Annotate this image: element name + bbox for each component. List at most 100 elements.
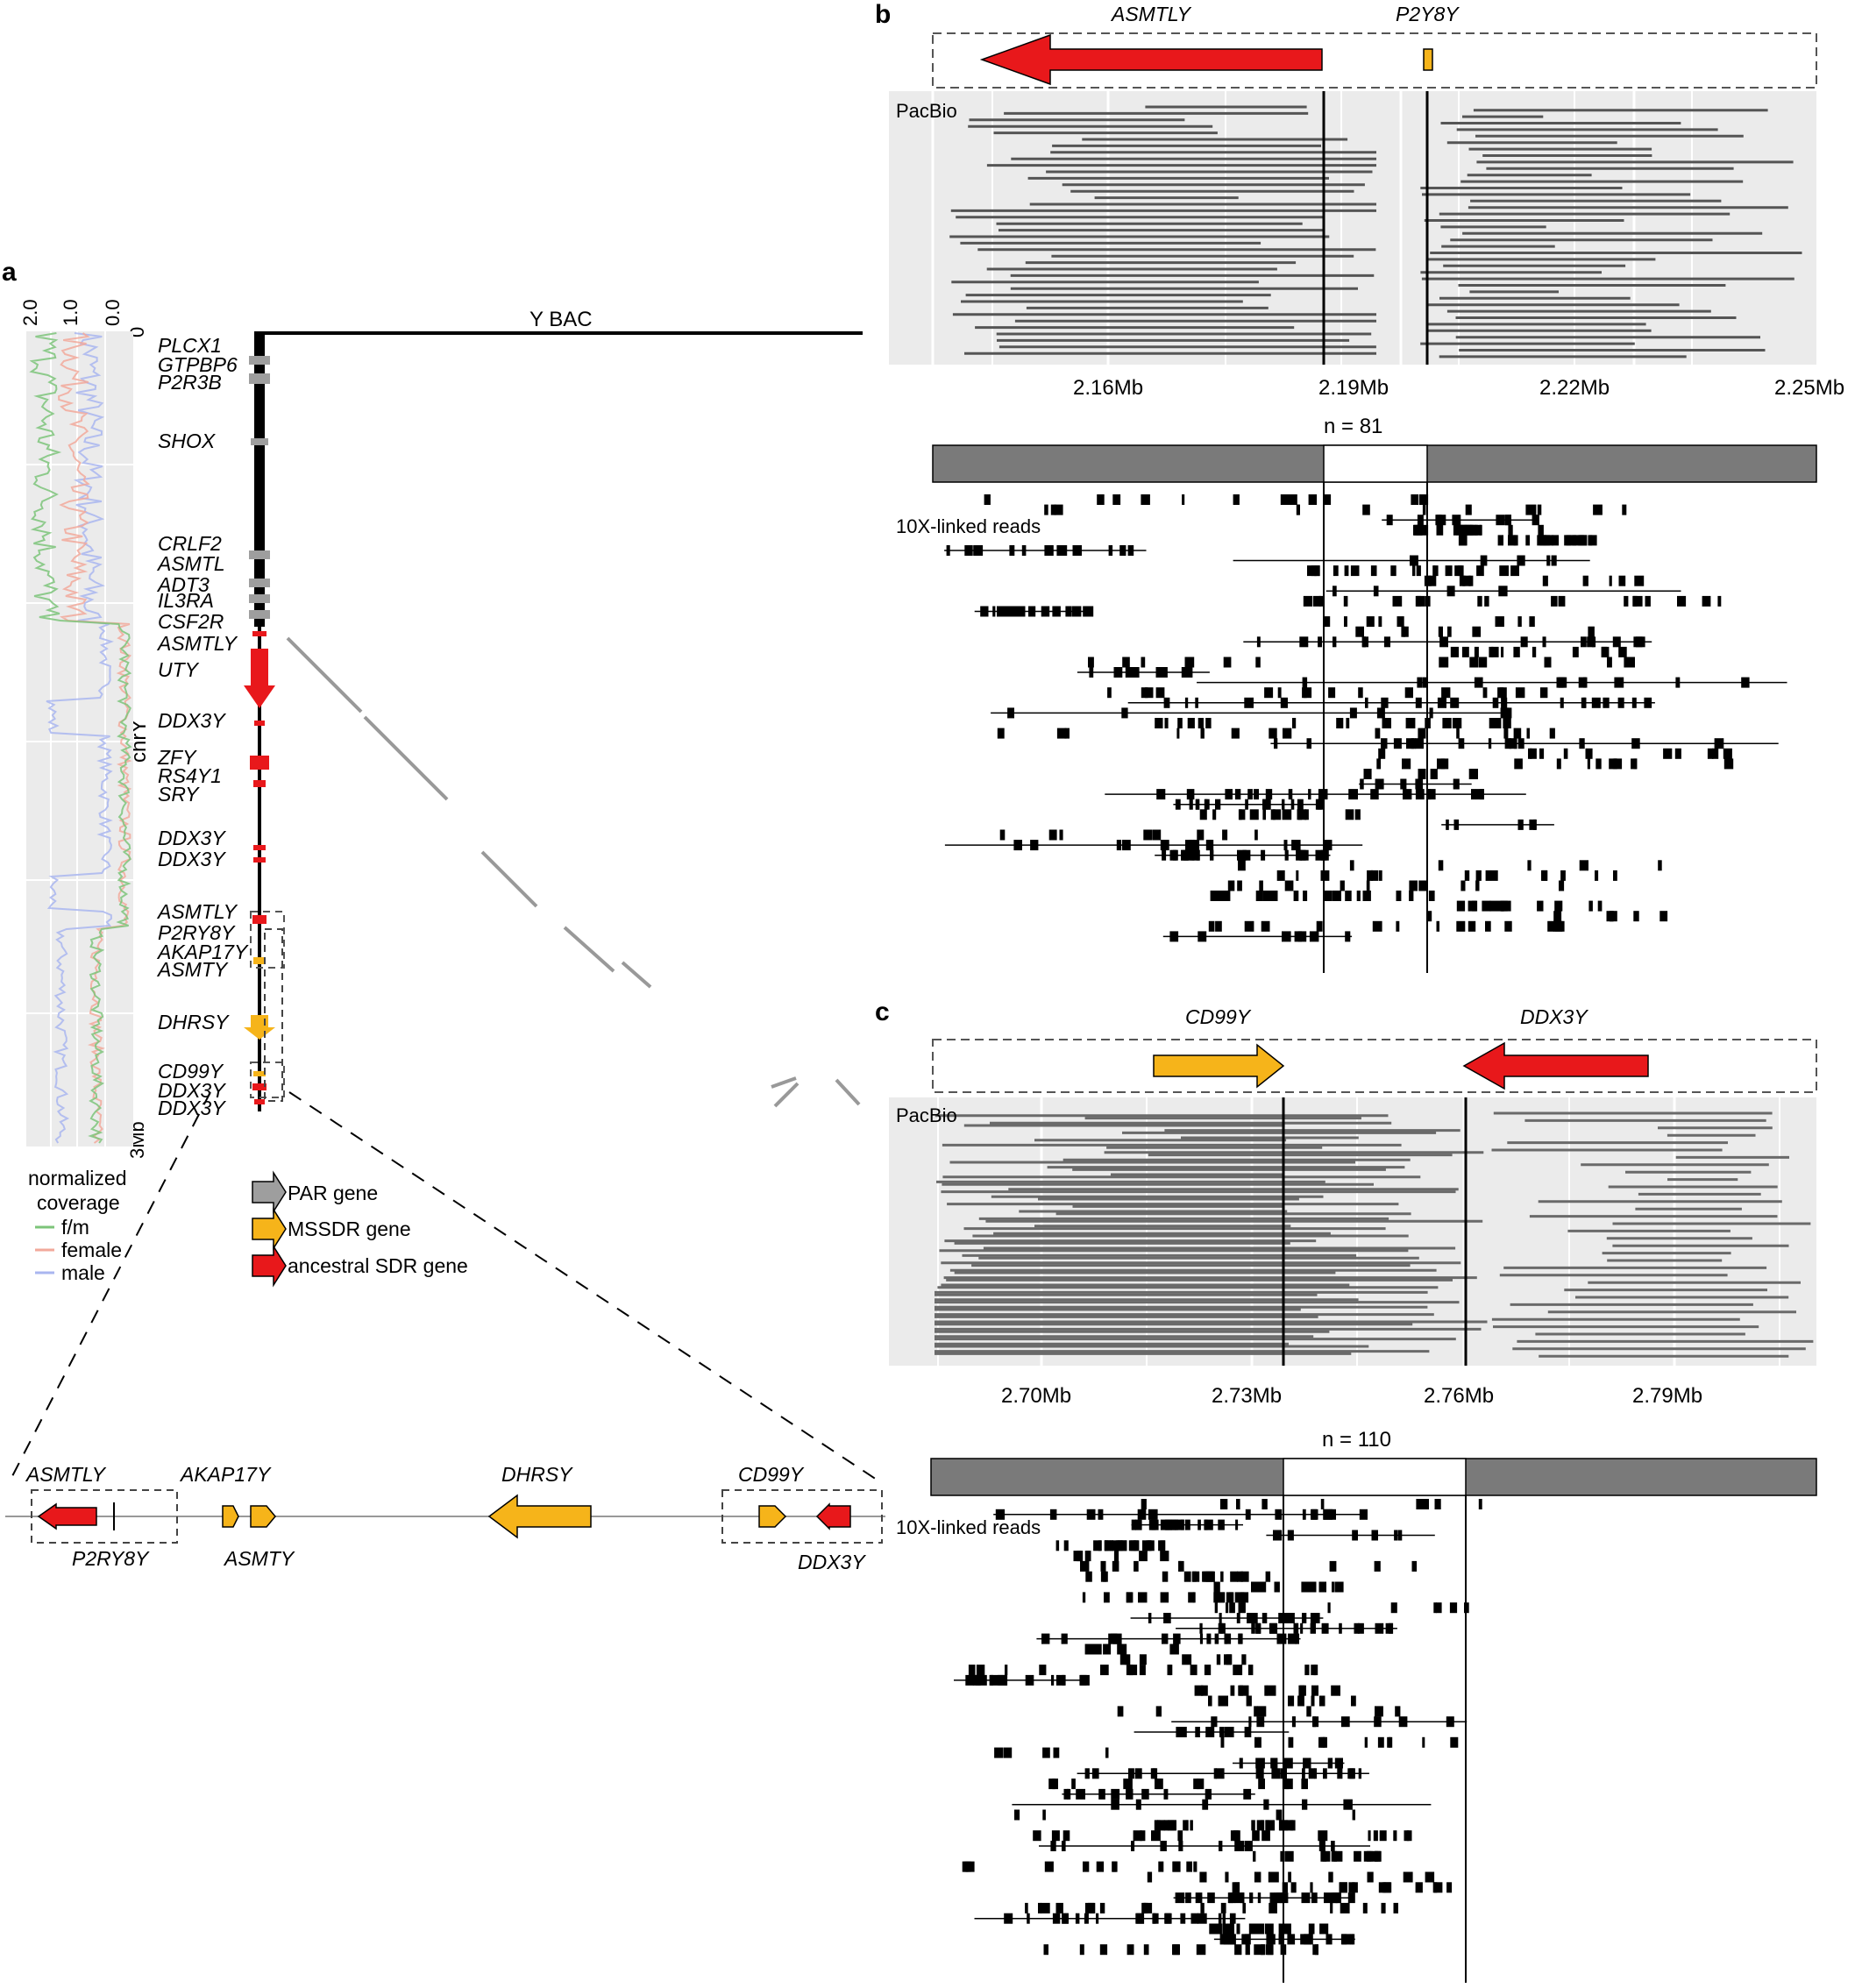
linked-read-mark	[1254, 1706, 1258, 1717]
linked-read-mark	[1633, 595, 1643, 607]
linked-read-mark	[1308, 494, 1318, 505]
linked-read-mark	[1135, 1799, 1141, 1810]
linked-read-mark	[1196, 799, 1200, 810]
linked-read-mark	[1415, 595, 1422, 607]
linked-read-mark	[1572, 646, 1579, 657]
linked-read-mark	[1302, 677, 1308, 688]
gene-label-p2r3b: P2R3B	[158, 371, 222, 394]
linked-read-mark	[1135, 1519, 1142, 1530]
linked-read-mark	[1301, 1581, 1311, 1593]
linked-read-mark	[1128, 1768, 1134, 1779]
linked-read-mark	[1062, 1913, 1069, 1924]
linked-read-mark	[1252, 1830, 1260, 1842]
linked-read-mark	[1438, 860, 1444, 871]
linked-read-mark	[1254, 1736, 1260, 1748]
linked-read-mark	[1529, 819, 1536, 830]
linked-read-mark	[1274, 1892, 1283, 1904]
linked-read-mark	[1089, 667, 1094, 678]
linked-read-mark	[1395, 1706, 1401, 1717]
linked-read-mark	[1255, 1757, 1265, 1769]
linked-read-mark	[1213, 891, 1223, 901]
linked-read-mark	[1220, 891, 1231, 901]
linked-read-mark	[1508, 535, 1517, 546]
linked-read-mark	[1674, 748, 1681, 759]
linked-read-mark	[1296, 849, 1302, 861]
linked-read-mark	[1300, 1622, 1304, 1634]
zoom-guide-left	[10, 1091, 211, 1480]
linked-read-mark	[1302, 1613, 1307, 1623]
linked-read-mark	[1050, 504, 1056, 515]
linked-read-mark	[1612, 758, 1623, 770]
linked-read-mark	[1079, 1944, 1084, 1956]
linked-read-mark	[1450, 697, 1460, 708]
linked-read-mark	[1508, 524, 1513, 536]
zoom-dhrsy-arrow	[487, 1494, 592, 1539]
linked-read-mark	[1469, 657, 1479, 668]
linked-read-mark	[1284, 1850, 1294, 1862]
linked-read-mark	[1308, 1768, 1315, 1779]
linked-read-mark	[1464, 870, 1470, 881]
linked-read-mark	[1501, 697, 1508, 708]
linked-read-mark	[1375, 1622, 1384, 1634]
c-cd99y-arrow	[1153, 1043, 1285, 1089]
linked-read-mark	[1579, 860, 1588, 871]
linked-read-mark	[1165, 1519, 1171, 1530]
linked-read-mark	[1459, 535, 1467, 546]
linked-read-mark	[1218, 1519, 1225, 1530]
linked-read-mark	[1376, 758, 1382, 770]
b-linked-gap	[1323, 444, 1428, 483]
linked-read-mark	[1559, 880, 1565, 891]
linked-read-mark	[1193, 1861, 1198, 1872]
linked-read-mark	[1310, 1622, 1316, 1634]
linked-read-mark	[1468, 900, 1476, 912]
linked-read-mark	[1446, 819, 1449, 830]
linked-read-mark	[1377, 1736, 1384, 1748]
linked-read-mark	[1741, 677, 1750, 688]
linked-read-mark	[1501, 646, 1504, 657]
linked-read-mark	[1162, 1633, 1169, 1644]
linked-read-mark	[1327, 1602, 1331, 1614]
linked-read-mark	[1400, 778, 1407, 790]
linked-read-mark	[1433, 1602, 1437, 1614]
linked-read-mark	[973, 545, 983, 556]
linked-read-mark	[1587, 758, 1590, 770]
linked-read-mark	[1025, 1674, 1034, 1686]
b-xtick-2: 2.19Mb	[1318, 376, 1389, 400]
linked-read-mark	[1051, 1830, 1060, 1842]
linked-read-mark	[1213, 1768, 1218, 1779]
linked-read-mark	[1458, 515, 1461, 526]
linked-read-mark	[1066, 606, 1072, 617]
linked-read-mark	[1339, 1581, 1344, 1593]
linked-read-mark	[1382, 1882, 1392, 1893]
linked-read-mark	[1351, 1695, 1356, 1707]
linked-read-mark	[1192, 840, 1200, 851]
linked-read-mark	[1033, 1830, 1041, 1842]
linked-read-mark	[1086, 1509, 1096, 1520]
linked-read-mark	[1290, 1613, 1295, 1623]
linked-read-mark	[989, 1674, 999, 1686]
gene-label-asmty: ASMTY	[156, 958, 229, 981]
linked-read-mark	[1335, 1892, 1340, 1904]
linked-read-mark	[1633, 636, 1643, 648]
linked-read-mark	[1320, 870, 1330, 881]
coverage-male-line	[46, 332, 114, 1144]
linked-read-mark	[1265, 1820, 1276, 1831]
linked-read-mark	[1539, 748, 1545, 759]
linked-read-mark	[1225, 1695, 1228, 1707]
linked-read-mark	[1403, 626, 1409, 637]
linked-read-mark	[1112, 1540, 1122, 1551]
linked-read-mark	[1246, 1695, 1252, 1707]
linked-read-mark	[1378, 1882, 1386, 1893]
gene-label-rs4y1: RS4Y1	[158, 764, 222, 787]
linked-read-mark	[997, 606, 1001, 617]
linked-read-mark	[1112, 1560, 1119, 1572]
linked-read-mark	[1056, 545, 1062, 556]
gene-label-ddx3y-2: DDX3Y	[158, 827, 226, 849]
linked-read-mark	[1233, 1665, 1243, 1676]
linked-read-mark	[1156, 1820, 1166, 1831]
linked-read-mark	[1367, 870, 1374, 881]
linked-read-mark	[1418, 880, 1427, 891]
linked-read-mark	[1363, 1850, 1373, 1862]
linked-read-mark	[1251, 1622, 1255, 1634]
linked-read-mark	[1392, 595, 1403, 607]
